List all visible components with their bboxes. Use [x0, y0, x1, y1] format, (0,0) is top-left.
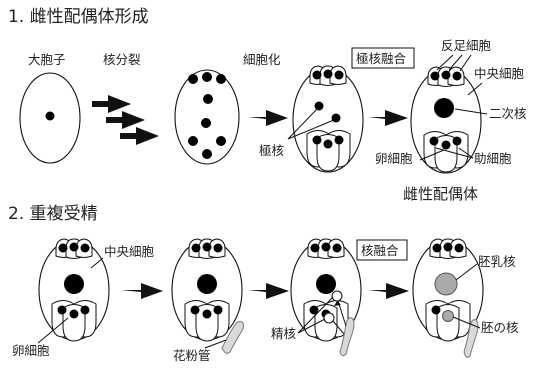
gametophyte-after-fertilization: [413, 239, 483, 357]
antipodal-label: 反足細胞: [441, 38, 492, 53]
egg-cell-label: 卵細胞: [375, 151, 413, 166]
central-cell-label-2: 中央細胞: [104, 244, 155, 259]
section2-title: 2. 重複受精: [8, 204, 98, 224]
arrow-3: [121, 283, 163, 299]
arrow-4: [248, 283, 289, 299]
synergid-label: 助細胞: [474, 151, 512, 166]
nuclear-division-label: 核分裂: [103, 52, 141, 67]
cellularization-label: 細胞化: [243, 52, 281, 67]
sperm-nuclei-label: 精核: [271, 326, 297, 341]
secondary-nucleus-label: 二次核: [489, 106, 527, 121]
nuclear-fusion-label: 核融合: [361, 243, 399, 258]
megaspore-nucleus: [46, 112, 55, 121]
arrow-2: [368, 110, 408, 126]
central-cell-label: 中央細胞: [474, 66, 525, 81]
megaspore-label: 大胞子: [28, 52, 66, 67]
embryo-nucleus-label: 胚の核: [481, 320, 519, 335]
gametophyte-before-fertilization: [39, 239, 109, 341]
arrow-5: [368, 283, 409, 299]
section1-title: 1. 雌性配偶体形成: [8, 7, 149, 27]
polar-nuclei-label: 極核: [259, 143, 285, 158]
gametophyte-pollen-tube-arrival: [172, 239, 244, 353]
cellularized-gametophyte: [293, 66, 363, 172]
pollen-tube-label: 花粉管: [173, 348, 211, 363]
female-gametophyte-label: 雌性配偶体: [403, 185, 478, 203]
arrow-1: [248, 110, 288, 126]
gametophyte-sperm-entry: [291, 239, 361, 356]
polar-fusion-label: 極核融合: [356, 51, 407, 66]
egg-cell-label-2: 卵細胞: [12, 343, 50, 358]
division-arrows: [92, 95, 159, 145]
endosperm-label: 胚乳核: [478, 254, 516, 269]
antipodal-pointer-3: [460, 55, 471, 71]
